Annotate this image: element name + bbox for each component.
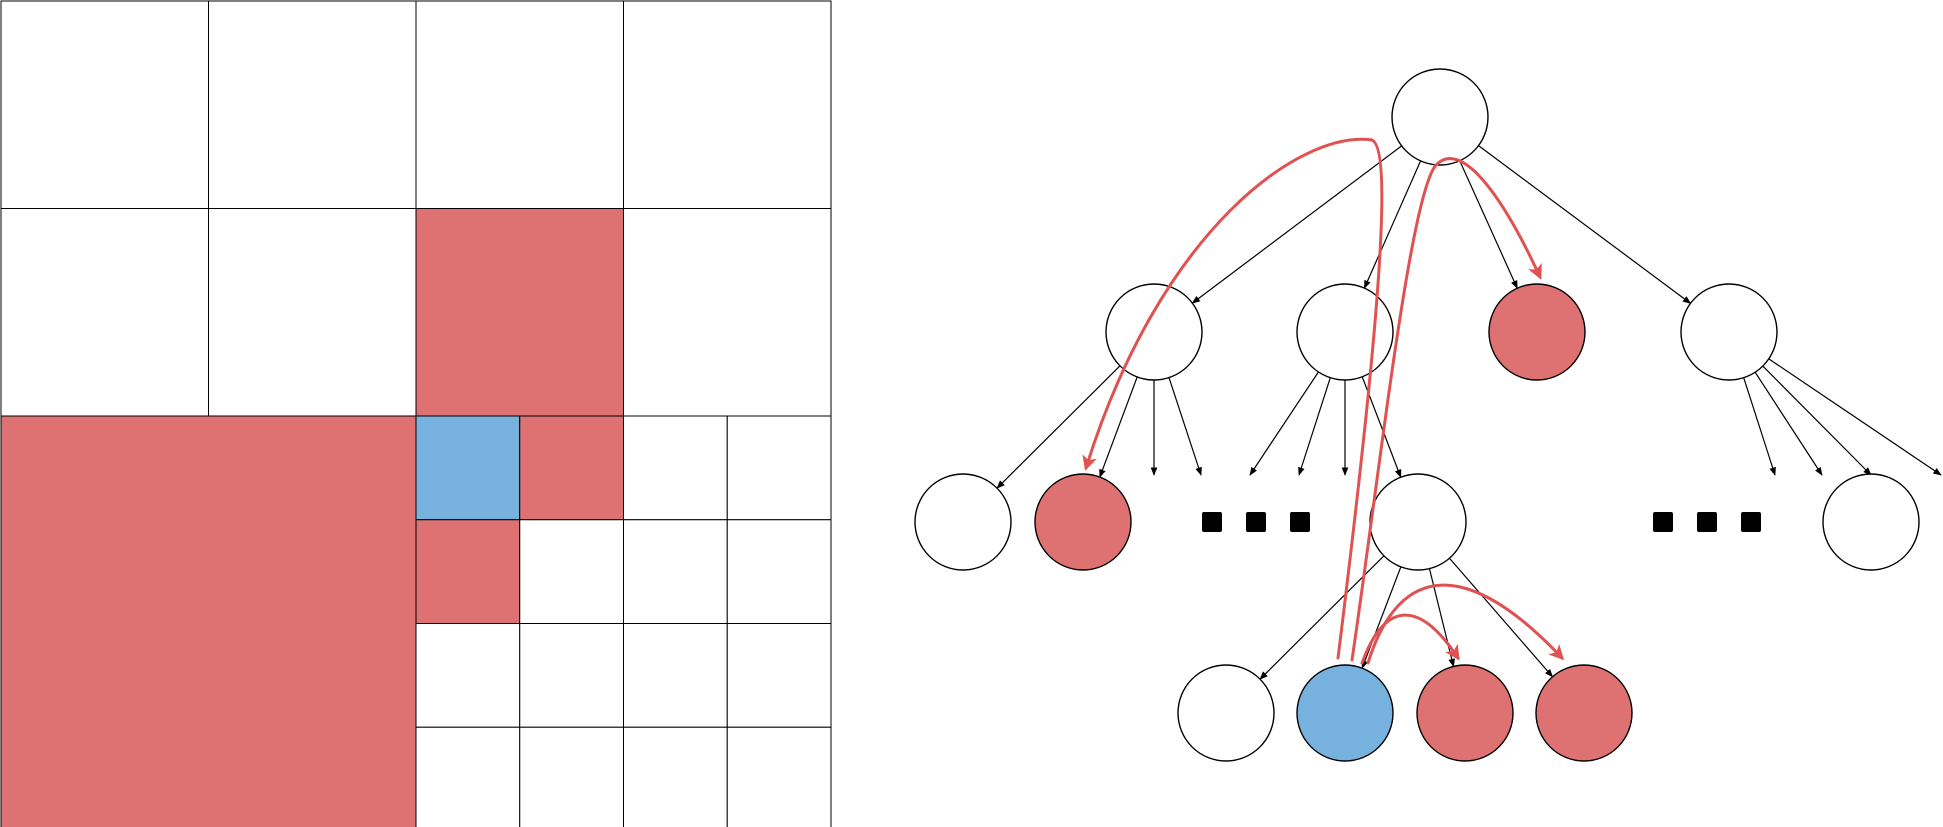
tree-edge [1168,377,1202,476]
quadtree-grid [0,0,832,827]
tree-node-neighbor [1416,664,1514,762]
tree-node-empty [1822,473,1920,571]
tree-edges [996,145,1942,680]
ellipsis-square [1697,512,1717,532]
grid-cell-empty [623,415,728,521]
tree-edge [1298,377,1331,476]
ellipsis-square [1290,512,1310,532]
traversal-arrows [1082,137,1565,665]
traversal-arrow [1360,613,1460,665]
tree-node-empty [1105,283,1203,381]
grid-cell-empty [726,623,832,728]
grid-cell-empty [208,0,417,209]
tree-edge [1361,566,1402,669]
tree-ellipses [1202,512,1761,532]
grid-cell-empty [519,519,624,624]
grid-cell-empty [726,415,832,521]
tree-edge [1768,358,1942,476]
grid-cell-empty [208,208,417,417]
tree-node-neighbor [1535,664,1633,762]
grid-cell-query [415,415,521,521]
grid-cell-empty [519,726,624,827]
grid-cell-empty [623,726,728,827]
tree-edge [1191,145,1402,304]
grid-cell-empty [623,623,728,728]
tree-node-neighbor [1488,283,1586,381]
tree-edge [1363,160,1422,289]
traversal-arrow [1366,583,1565,665]
tree-edge [1762,365,1872,476]
traversal-arrow [1082,137,1384,660]
tree-node-neighbor [1034,473,1132,571]
tree-node-empty [1369,473,1467,571]
tree-edge [1754,371,1823,476]
grid-cell-empty [623,0,832,209]
tree-edge [1428,568,1455,668]
grid-cell-empty [623,208,832,417]
grid-cell-neighbor [0,415,417,827]
tree-edge [1099,376,1138,478]
traversal-arrow [1350,157,1542,662]
ellipsis-square [1202,512,1222,532]
grid-cell-neighbor [519,415,624,521]
ellipsis-square [1246,512,1266,532]
tree-edge [1459,160,1518,290]
tree-node-empty [1177,664,1275,762]
tree-node-empty [914,473,1012,571]
tree-edge [996,365,1121,489]
grid-cell-empty [415,0,624,209]
tree-node-empty [1680,283,1778,381]
grid-cell-empty [415,726,521,827]
grid-cell-neighbor [415,208,624,417]
tree-edge [1478,145,1692,304]
tree-nodes [914,68,1920,762]
tree-edge [1449,557,1554,678]
grid-cell-empty [519,623,624,728]
grid-cell-empty [415,623,521,728]
tree-node-empty [1391,68,1489,166]
grid-cell-neighbor [415,519,521,624]
ellipsis-square [1653,512,1673,532]
grid-cell-empty [0,208,209,417]
grid-cell-empty [623,519,728,624]
tree-edge [1743,377,1776,476]
grid-cell-empty [726,726,832,827]
tree-node-query [1296,664,1394,762]
grid-cell-empty [726,519,832,624]
ellipsis-square [1741,512,1761,532]
grid-cell-empty [0,0,209,209]
tree-edge [1249,371,1319,476]
tree-node-empty [1296,283,1394,381]
